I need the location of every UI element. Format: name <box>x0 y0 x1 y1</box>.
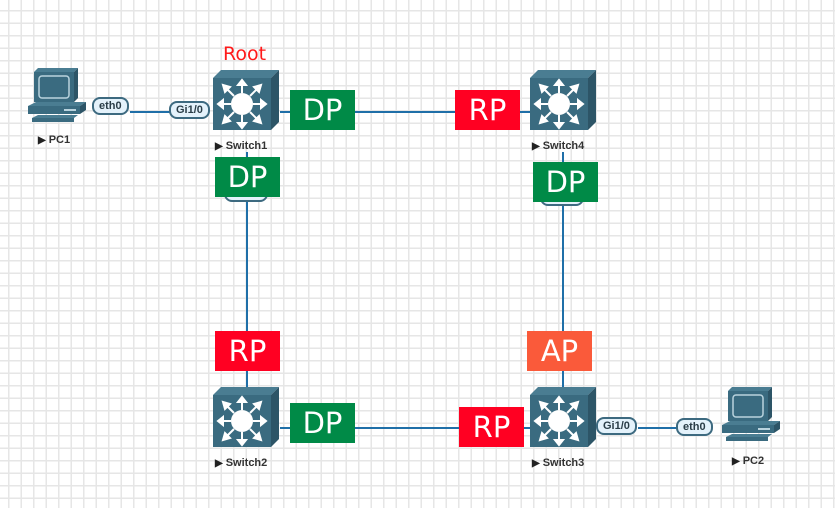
root-label: Root <box>223 43 267 65</box>
port-switch3-gi1-0[interactable]: Gi1/0 <box>596 417 637 435</box>
switch2-name: Switch2 <box>225 457 268 469</box>
switch3-label[interactable]: ▶Switch3 <box>532 457 584 469</box>
port-role-badge-sw4-to-sw3: DP <box>533 162 598 202</box>
expand-triangle-icon: ▶ <box>215 141 223 152</box>
switch1-node[interactable] <box>211 68 281 132</box>
link-switch2-switch3[interactable] <box>280 427 530 429</box>
port-switch1-gi1-0[interactable]: Gi1/0 <box>169 101 210 119</box>
switch4-node[interactable] <box>528 68 598 132</box>
switch4-name: Switch4 <box>542 140 585 152</box>
switch2-label[interactable]: ▶Switch2 <box>215 457 267 469</box>
link-switch1-switch2[interactable] <box>246 152 248 387</box>
pc2-name: PC2 <box>742 455 765 467</box>
switch2-node[interactable] <box>211 385 281 449</box>
switch1-name: Switch1 <box>225 140 268 152</box>
switch3-name: Switch3 <box>542 457 585 469</box>
l3-switch-icon <box>530 387 596 447</box>
port-role-badge-sw1-to-sw4: DP <box>290 90 355 130</box>
switch1-label[interactable]: ▶Switch1 <box>215 140 267 152</box>
port-role-badge-sw4-to-sw1: RP <box>455 90 520 130</box>
link-switch4-switch3[interactable] <box>562 152 564 387</box>
pc2-node[interactable] <box>718 385 782 449</box>
link-switch1-switch4[interactable] <box>280 111 530 113</box>
expand-triangle-icon: ▶ <box>532 458 540 469</box>
port-role-badge-sw1-to-sw2: DP <box>215 157 280 197</box>
l3-switch-icon <box>213 70 279 130</box>
link-switch3-pc2[interactable] <box>638 427 678 429</box>
pc-icon <box>722 387 780 441</box>
pc2-label[interactable]: ▶PC2 <box>732 455 764 467</box>
switch3-node[interactable] <box>528 385 598 449</box>
pc1-label[interactable]: ▶PC1 <box>38 134 70 146</box>
expand-triangle-icon: ▶ <box>732 456 740 467</box>
pc1-node[interactable] <box>24 66 88 130</box>
port-role-badge-sw3-to-sw4: AP <box>527 331 592 371</box>
expand-triangle-icon: ▶ <box>38 135 46 146</box>
port-role-badge-sw2-to-sw1: RP <box>215 331 280 371</box>
link-pc1-switch1[interactable] <box>130 111 172 113</box>
port-pc2-eth0[interactable]: eth0 <box>676 418 713 436</box>
l3-switch-icon <box>213 387 279 447</box>
expand-triangle-icon: ▶ <box>532 141 540 152</box>
port-role-badge-sw2-to-sw3: DP <box>290 403 355 443</box>
port-role-badge-sw3-to-sw2: RP <box>459 407 524 447</box>
port-pc1-eth0[interactable]: eth0 <box>92 97 129 115</box>
expand-triangle-icon: ▶ <box>215 458 223 469</box>
switch4-label[interactable]: ▶Switch4 <box>532 140 584 152</box>
pc1-name: PC1 <box>48 134 71 146</box>
pc-icon <box>28 68 86 122</box>
l3-switch-icon <box>530 70 596 130</box>
